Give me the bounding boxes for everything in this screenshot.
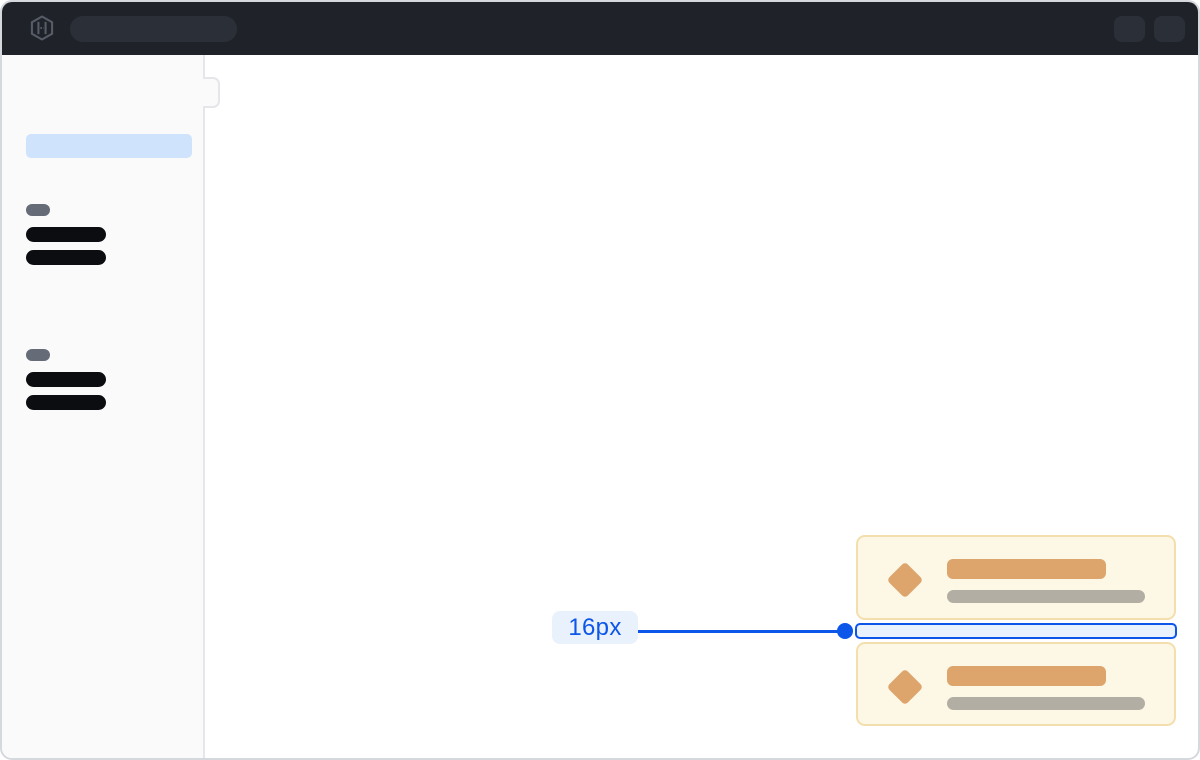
- hashicorp-logo-icon: [29, 15, 55, 41]
- measure-connector-line: [638, 630, 845, 633]
- sidebar-item[interactable]: [26, 250, 106, 265]
- sidebar-group-heading: [26, 204, 50, 216]
- measure-connector-dot: [837, 623, 853, 639]
- spacing-measure-label: 16px: [552, 611, 638, 644]
- sidebar-collapse-handle[interactable]: [203, 77, 220, 108]
- card[interactable]: [856, 642, 1176, 726]
- sidebar: [2, 55, 205, 758]
- search-input[interactable]: [70, 16, 237, 42]
- sidebar-group-heading: [26, 349, 50, 361]
- top-navigation-bar: [2, 2, 1198, 55]
- card-title-placeholder: [947, 559, 1106, 579]
- card-meta-placeholder: [947, 697, 1145, 710]
- diamond-icon: [886, 668, 924, 706]
- spacing-gap-highlight: [855, 623, 1177, 639]
- diamond-icon: [886, 561, 924, 599]
- card[interactable]: [856, 535, 1176, 620]
- user-menu-button[interactable]: [1154, 16, 1185, 42]
- sidebar-item[interactable]: [26, 372, 106, 387]
- help-button[interactable]: [1114, 16, 1145, 42]
- card-title-placeholder: [947, 666, 1106, 686]
- sidebar-item[interactable]: [26, 227, 106, 242]
- sidebar-active-item[interactable]: [26, 134, 192, 158]
- sidebar-item[interactable]: [26, 395, 106, 410]
- card-meta-placeholder: [947, 590, 1145, 603]
